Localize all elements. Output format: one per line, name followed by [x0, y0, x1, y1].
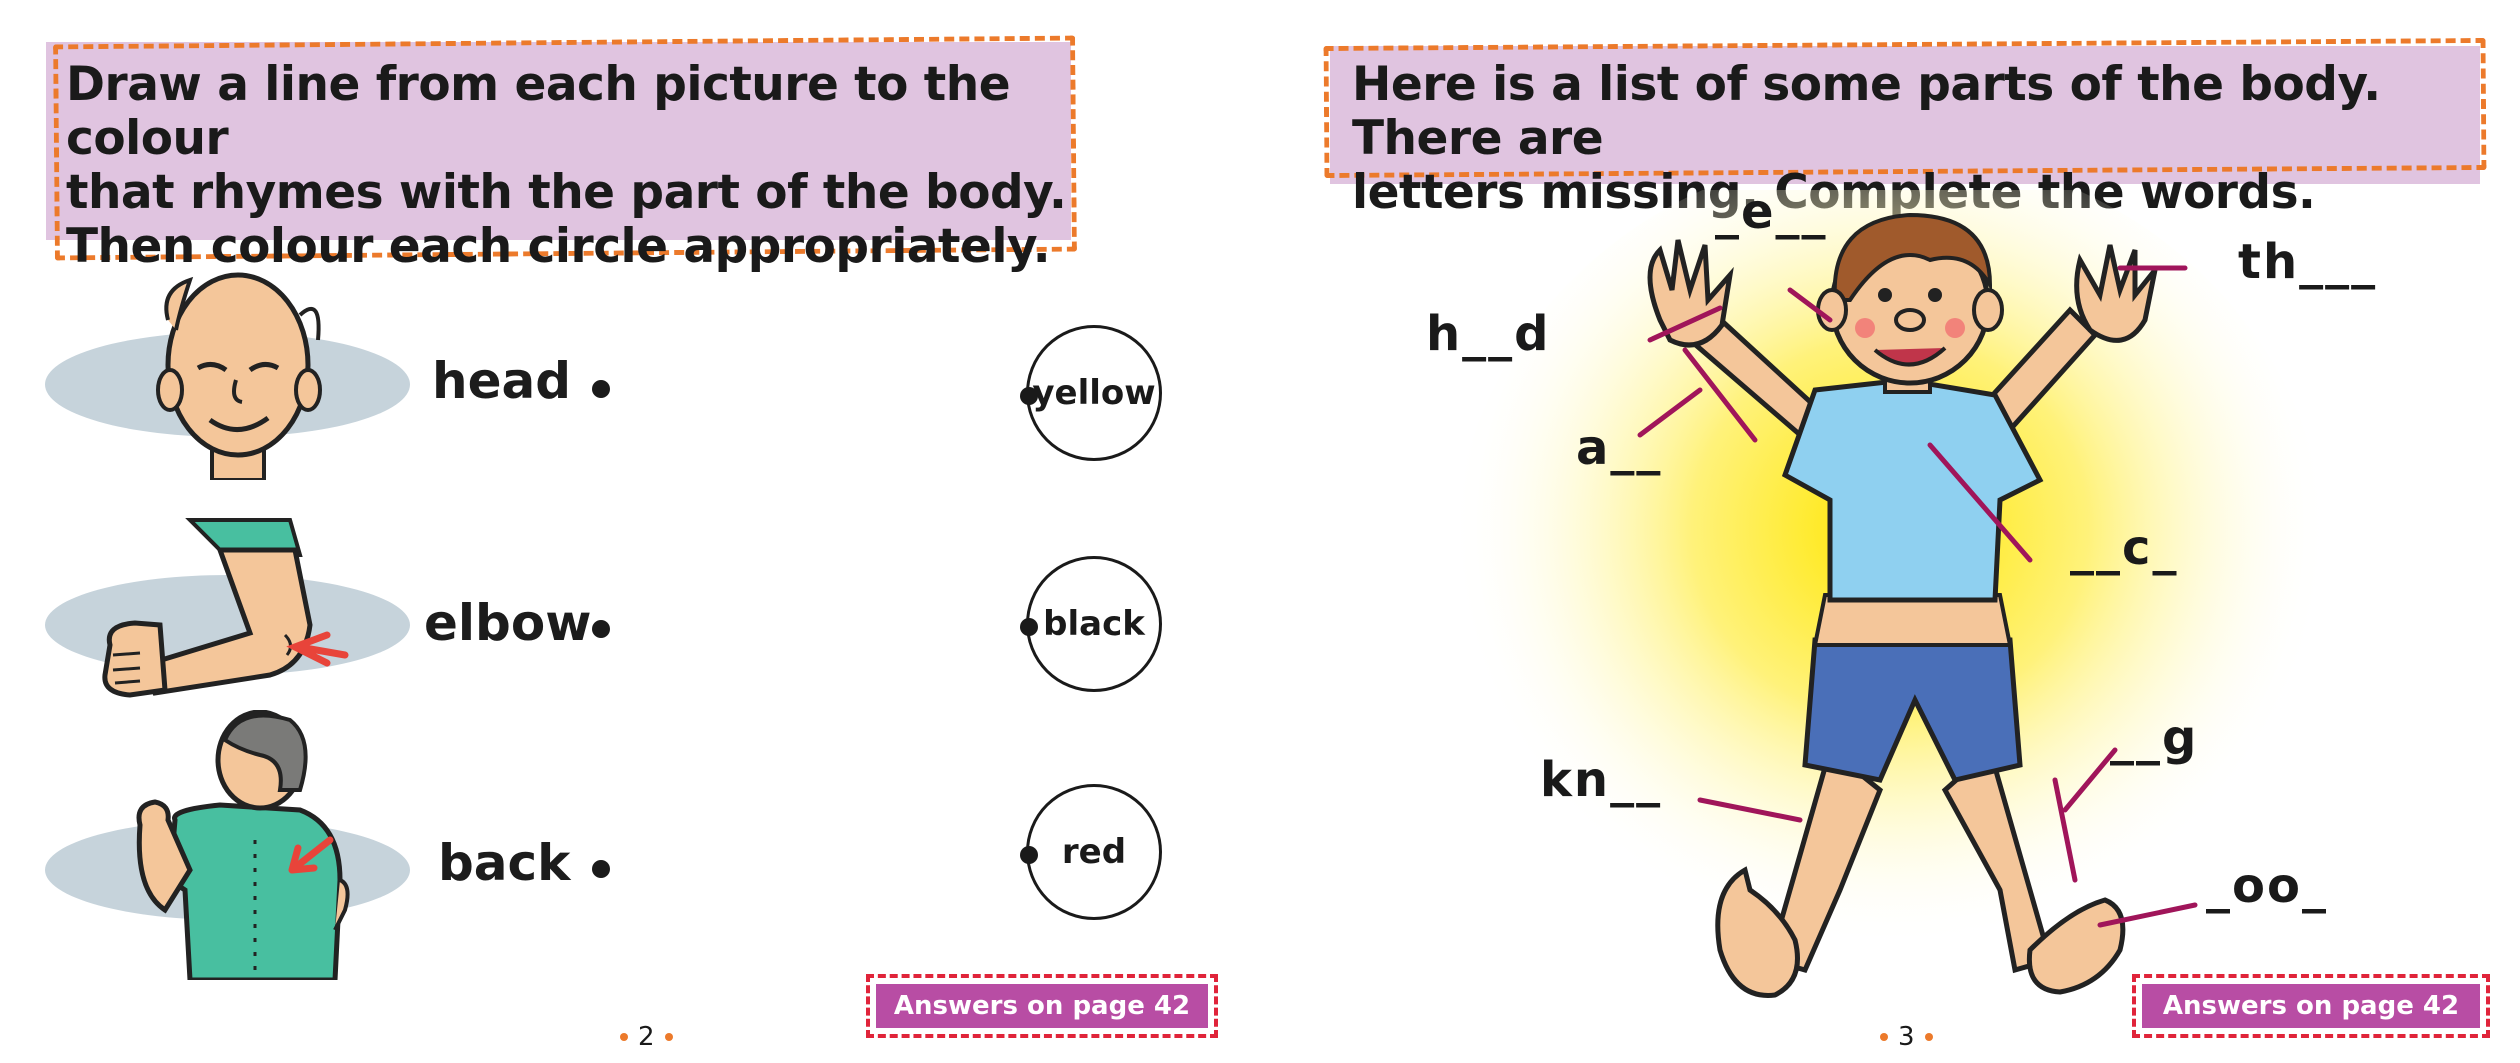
right-page: Here is a list of some parts of the body… — [1260, 0, 2520, 1063]
label-foot: _oo_ — [2206, 858, 2328, 914]
word-head: head — [432, 352, 572, 410]
head-dot[interactable] — [592, 380, 610, 398]
label-knee: kn__ — [1540, 752, 1663, 808]
left-instruction-box: Draw a line from each picture to the col… — [42, 35, 1082, 274]
left-page-number: 2 — [620, 1022, 673, 1052]
right-page-number-text: 3 — [1898, 1022, 1915, 1052]
left-instruction-line-3: Then colour each circle appropriately. — [66, 219, 1051, 274]
label-ear: _e__ — [1715, 184, 1828, 240]
elbow-arm-picture — [102, 518, 349, 698]
label-leg: __g — [2110, 710, 2199, 766]
label-hand: h__d — [1426, 306, 1551, 362]
circle-black-label: black — [1043, 604, 1145, 644]
left-instruction-line-1: Draw a line from each picture to the col… — [66, 57, 1011, 166]
right-answers-text: Answers on page 42 — [2142, 984, 2480, 1028]
label-thumb: th___ — [2238, 234, 2378, 290]
left-page: Draw a line from each picture to the col… — [42, 35, 1218, 1052]
left-answers-badge: Answers on page 42 — [866, 974, 1218, 1038]
red-dot[interactable] — [1020, 846, 1038, 864]
right-answers-badge: Answers on page 42 — [2132, 974, 2490, 1038]
right-instruction-box: Here is a list of some parts of the body… — [1320, 37, 2490, 220]
circle-yellow[interactable]: yellow — [1020, 325, 1162, 461]
label-neck: __c_ — [2070, 520, 2179, 576]
boy-illustration — [1450, 190, 2330, 998]
word-elbow: elbow — [424, 594, 592, 652]
bald-head-picture — [156, 272, 322, 480]
back-dot[interactable] — [592, 860, 610, 878]
back-man-picture — [136, 710, 350, 980]
circle-yellow-label: yellow — [1032, 373, 1156, 413]
right-instruction-line-1: Here is a list of some parts of the body… — [1352, 57, 2381, 166]
circle-black[interactable]: black — [1020, 556, 1162, 692]
circle-red-label: red — [1061, 832, 1127, 872]
left-answers-text: Answers on page 42 — [876, 984, 1208, 1028]
word-back: back — [438, 834, 571, 892]
right-page-number: 3 — [1880, 1022, 1933, 1052]
yellow-dot[interactable] — [1020, 387, 1038, 405]
circle-red[interactable]: red — [1020, 784, 1162, 920]
black-dot[interactable] — [1020, 618, 1038, 636]
elbow-dot[interactable] — [592, 620, 610, 638]
left-instruction-line-2: that rhymes with the part of the body. — [66, 165, 1067, 220]
left-page-number-text: 2 — [638, 1022, 655, 1052]
label-arm: a__ — [1576, 420, 1663, 476]
